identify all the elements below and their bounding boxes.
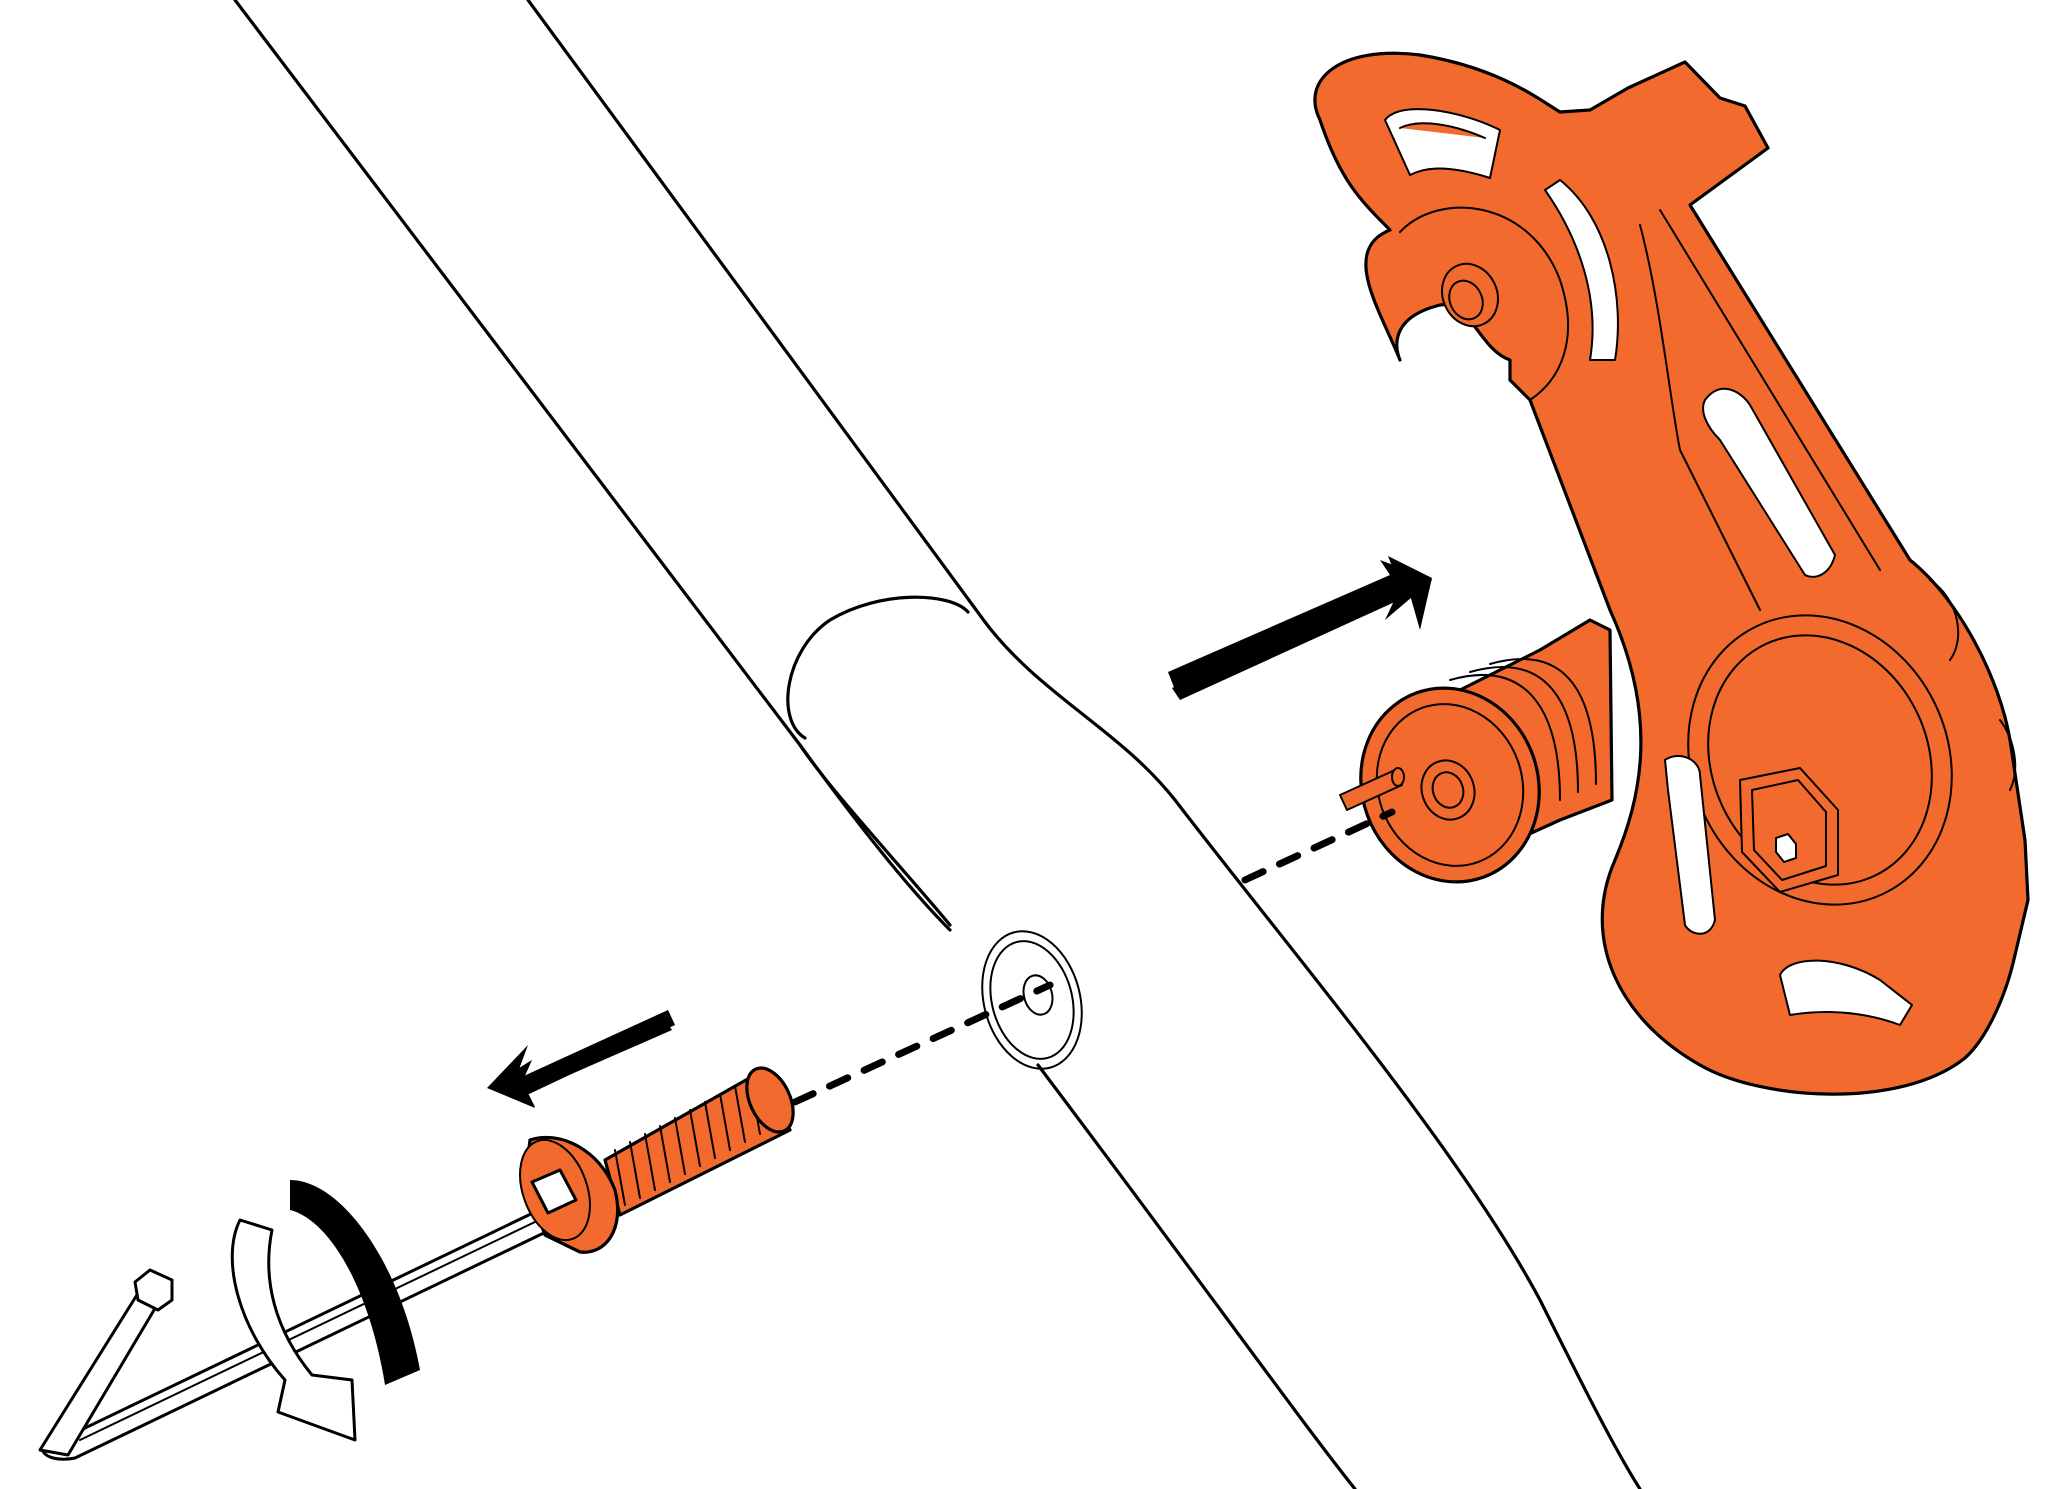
frame-tube — [233, 0, 1642, 1489]
washer-ring — [981, 930, 1083, 1070]
hex-key — [38, 1198, 577, 1461]
alignment-lines — [791, 808, 1396, 1106]
hanger-insert — [1339, 618, 1614, 884]
bolt-direction-arrow — [487, 1010, 675, 1108]
rotate-arrow — [230, 1180, 420, 1442]
derailleur-hanger — [1313, 51, 2030, 1096]
bolt — [519, 1066, 795, 1254]
hanger-direction-arrow — [1168, 556, 1432, 700]
